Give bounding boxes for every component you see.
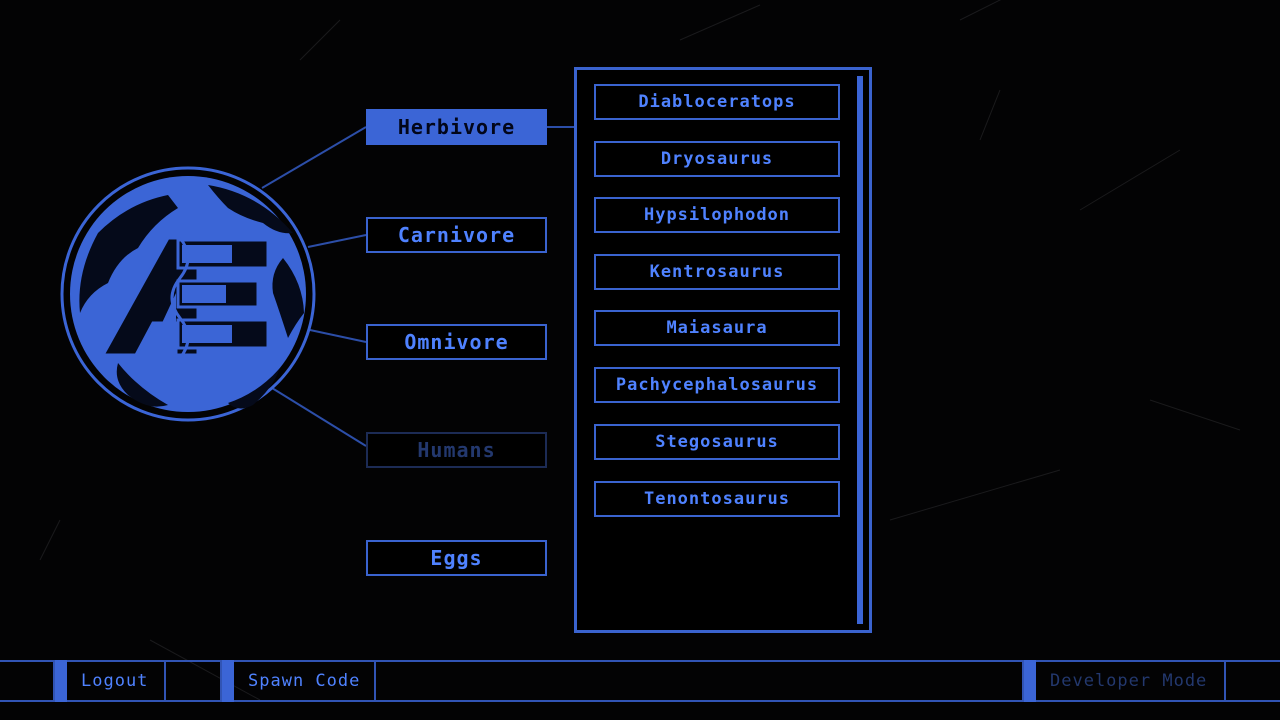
developer-mode-tab-marker — [1024, 660, 1036, 702]
logout-button[interactable]: Logout — [53, 660, 166, 702]
species-item-maiasaura[interactable]: Maiasaura — [594, 310, 840, 346]
spawn-code-button[interactable]: Spawn Code — [220, 660, 376, 702]
species-item-kentrosaurus[interactable]: Kentrosaurus — [594, 254, 840, 290]
species-item-pachycephalosaurus[interactable]: Pachycephalosaurus — [594, 367, 840, 403]
species-item-hypsilophodon[interactable]: Hypsilophodon — [594, 197, 840, 233]
bottom-bar — [0, 660, 1280, 702]
globe-logo-icon — [58, 163, 318, 425]
logout-tab-marker — [55, 660, 67, 702]
species-list-scrollbar[interactable] — [857, 76, 863, 624]
developer-mode-button[interactable]: Developer Mode — [1022, 660, 1226, 702]
category-eggs-button[interactable]: Eggs — [366, 540, 547, 576]
species-item-diabloceratops[interactable]: Diabloceratops — [594, 84, 840, 120]
category-carnivore-button[interactable]: Carnivore — [366, 217, 547, 253]
category-herbivore-button[interactable]: Herbivore — [366, 109, 547, 145]
logout-label: Logout — [81, 671, 149, 691]
category-omnivore-button[interactable]: Omnivore — [366, 324, 547, 360]
species-item-dryosaurus[interactable]: Dryosaurus — [594, 141, 840, 177]
developer-mode-label: Developer Mode — [1050, 671, 1208, 691]
species-item-stegosaurus[interactable]: Stegosaurus — [594, 424, 840, 460]
spawn-code-label: Spawn Code — [248, 671, 361, 691]
category-humans-button[interactable]: Humans — [366, 432, 547, 468]
spawn-code-tab-marker — [222, 660, 234, 702]
species-item-tenontosaurus[interactable]: Tenontosaurus — [594, 481, 840, 517]
